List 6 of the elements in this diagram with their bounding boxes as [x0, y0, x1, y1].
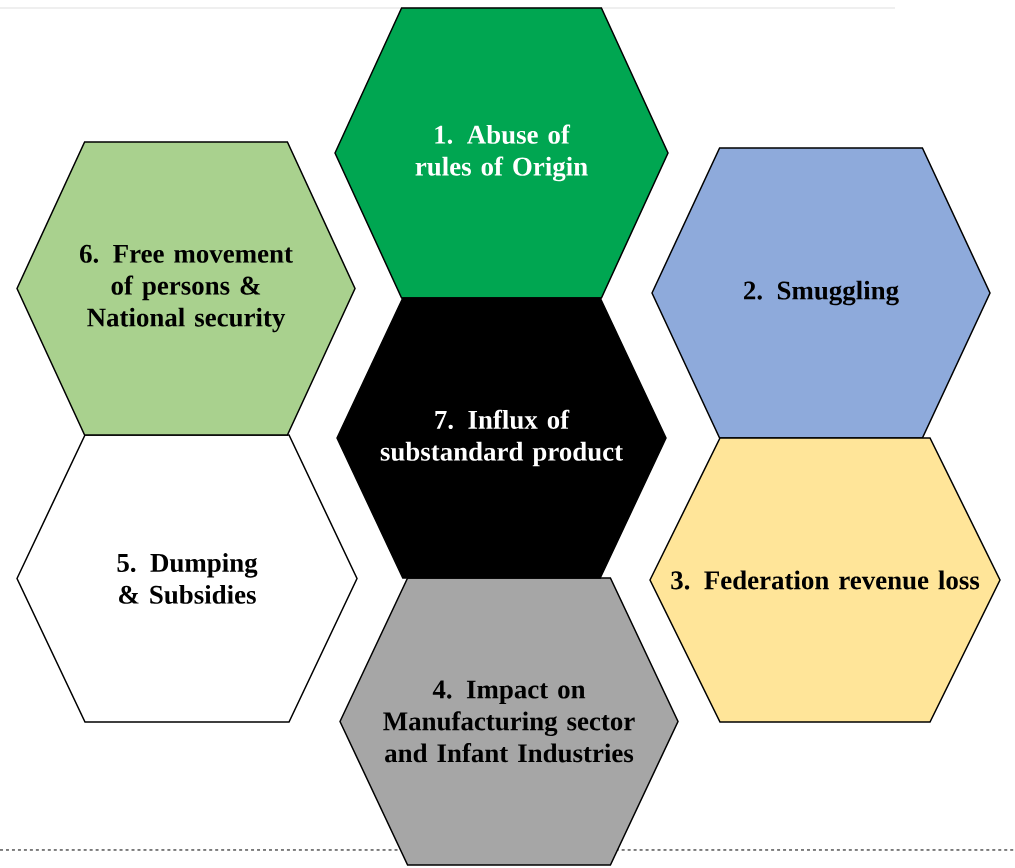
- hexagon: 5. Dumping & Subsidies: [16, 434, 358, 723]
- hexagon: 3. Federation revenue loss: [649, 437, 1001, 723]
- hexagon: 1. Abuse of rules of Origin: [334, 7, 669, 299]
- hexagon: 7. Influx of substandard product: [336, 297, 667, 579]
- hexagon: 2. Smuggling: [651, 147, 991, 439]
- hexagon: 6. Free movement of persons & National security: [16, 141, 356, 436]
